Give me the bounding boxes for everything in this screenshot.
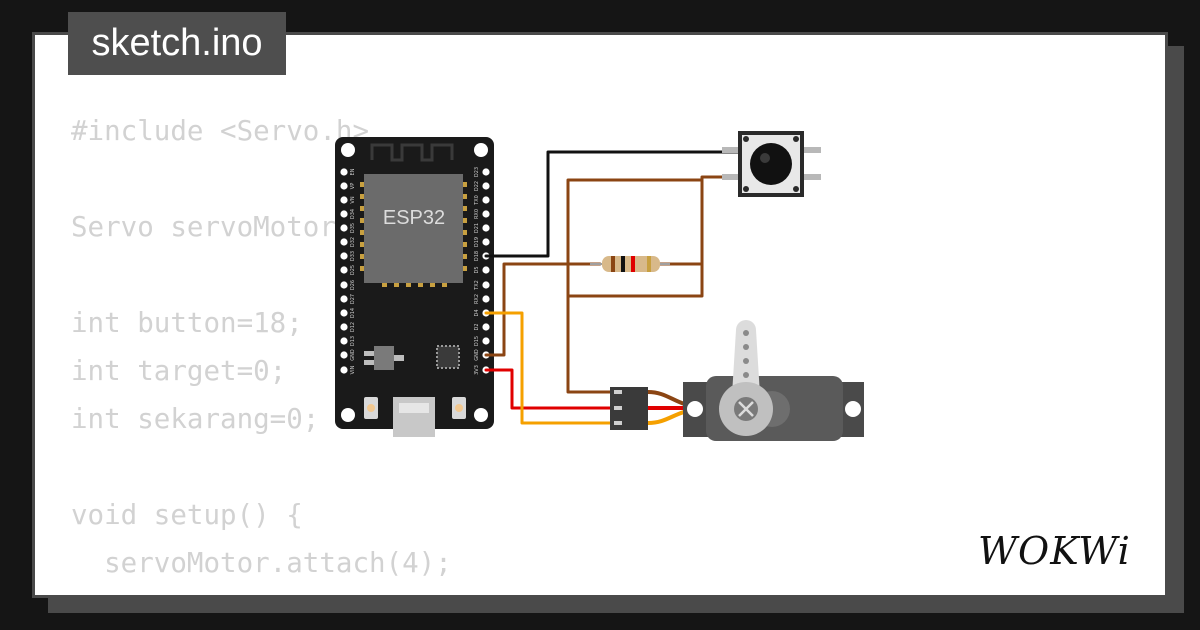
pin-label: GND — [350, 349, 356, 361]
pin-label: D12 — [350, 322, 356, 332]
servo-motor[interactable] — [683, 320, 864, 441]
pin-label: TX0 — [474, 195, 480, 206]
preview-card: #include <Servo.h>Servo servoMotor;int b… — [32, 32, 1168, 598]
code-line: int button=18; — [71, 307, 303, 339]
pin-label: D15 — [474, 336, 480, 346]
wokwi-logo: WOKWi — [978, 529, 1131, 572]
pin-label: D21 — [474, 223, 480, 233]
pin-label: D14 — [350, 308, 356, 318]
wires — [484, 150, 742, 425]
pin-label: D18 — [474, 251, 480, 261]
code-line: servoMotor.attach(4); — [71, 547, 452, 579]
pin-label: D5 — [474, 266, 480, 273]
code-preview: #include <Servo.h>Servo servoMotor;int b… — [71, 107, 485, 595]
resistor[interactable] — [590, 256, 670, 272]
pin-label: VP — [350, 183, 356, 189]
pin-label: EN — [350, 168, 356, 175]
pin-label: D35 — [350, 223, 356, 233]
pin-label: D26 — [350, 280, 356, 290]
pin-label: D4 — [474, 309, 480, 316]
pin-label: D22 — [474, 181, 480, 191]
file-tab[interactable]: sketch.ino — [68, 12, 286, 75]
pin-label: D23 — [474, 167, 480, 177]
pin-label: D34 — [350, 209, 356, 219]
code-line: Servo servoMotor; — [71, 211, 353, 243]
pin-label: TX2 — [474, 280, 480, 291]
svg-text:WOKWi: WOKWi — [978, 529, 1131, 572]
pin-label: VN — [350, 196, 356, 203]
pin-label: D33 — [350, 251, 356, 261]
pin-label: RX0 — [474, 209, 480, 219]
pin-label: D32 — [350, 237, 356, 247]
code-line: int target=0; — [71, 355, 287, 387]
esp32-board[interactable]: ESP32 D23 D22 TX0 RX0 D21 D19 D18 D5 TX2… — [335, 137, 494, 437]
pin-label: D13 — [350, 336, 356, 346]
board-label: ESP32 — [383, 207, 445, 229]
servo-connector — [610, 387, 648, 430]
pin-label: GND — [474, 349, 480, 361]
pin-label: 3V3 — [474, 365, 480, 375]
pushbutton[interactable] — [722, 131, 821, 197]
pin-label: D19 — [474, 237, 480, 247]
code-line: int sekarang=0; — [71, 403, 320, 435]
pin-label: D25 — [350, 265, 356, 275]
pin-label: D2 — [474, 323, 480, 330]
pin-label: D27 — [350, 294, 356, 304]
code-line: void setup() { — [71, 499, 303, 531]
pin-label: VIN — [350, 365, 356, 374]
pin-label: RX2 — [474, 294, 480, 304]
